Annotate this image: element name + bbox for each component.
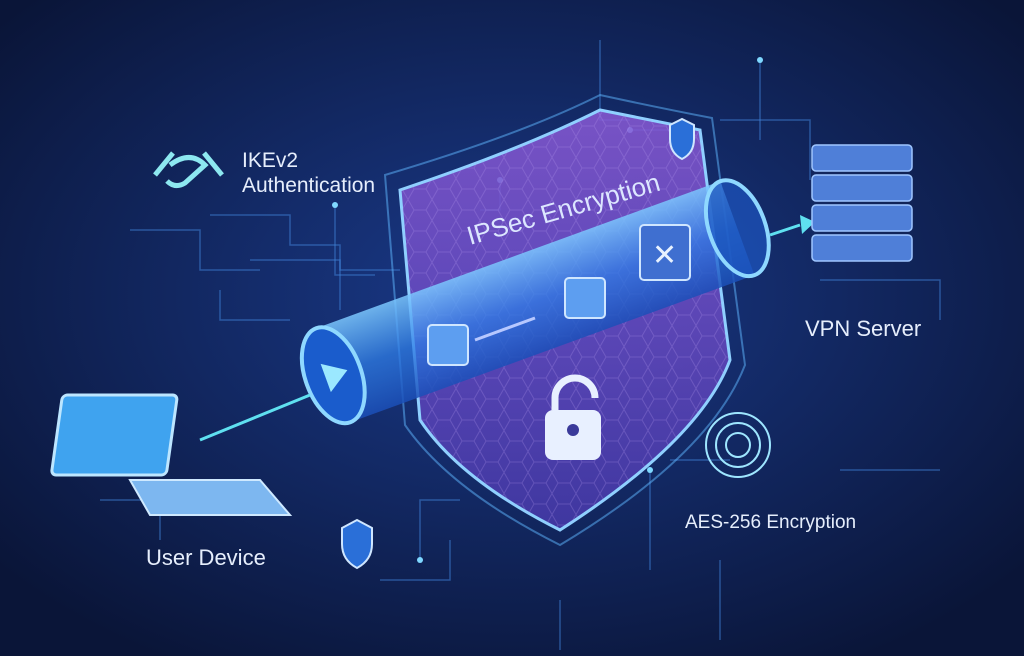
fingerprint-icon [705, 412, 771, 478]
vpn-server-label: VPN Server [805, 316, 922, 341]
arrow-icon [199, 393, 311, 442]
shield-icon [341, 117, 695, 570]
laptop-icon [50, 393, 293, 516]
arrow-icon [474, 316, 536, 342]
server-icon [811, 144, 913, 262]
handshake-icon [153, 151, 224, 189]
big-lock-icon [545, 374, 601, 460]
authentication-label: Authentication [242, 174, 376, 197]
ikev2-label: IKEv2 [242, 149, 299, 172]
user-device-label: User Device [146, 545, 266, 570]
aes-label: AES-256 Encryption [685, 512, 857, 533]
x-icon: ✕ [652, 239, 677, 272]
lock-icon [427, 224, 691, 366]
